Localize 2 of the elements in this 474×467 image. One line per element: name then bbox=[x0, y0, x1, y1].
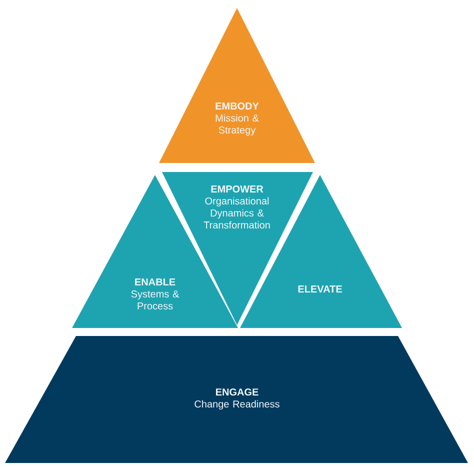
pyramid-segment: EMBODY Mission & Strategy bbox=[159, 8, 315, 163]
pyramid-segment: ENGAGE Change Readiness bbox=[5, 336, 468, 463]
